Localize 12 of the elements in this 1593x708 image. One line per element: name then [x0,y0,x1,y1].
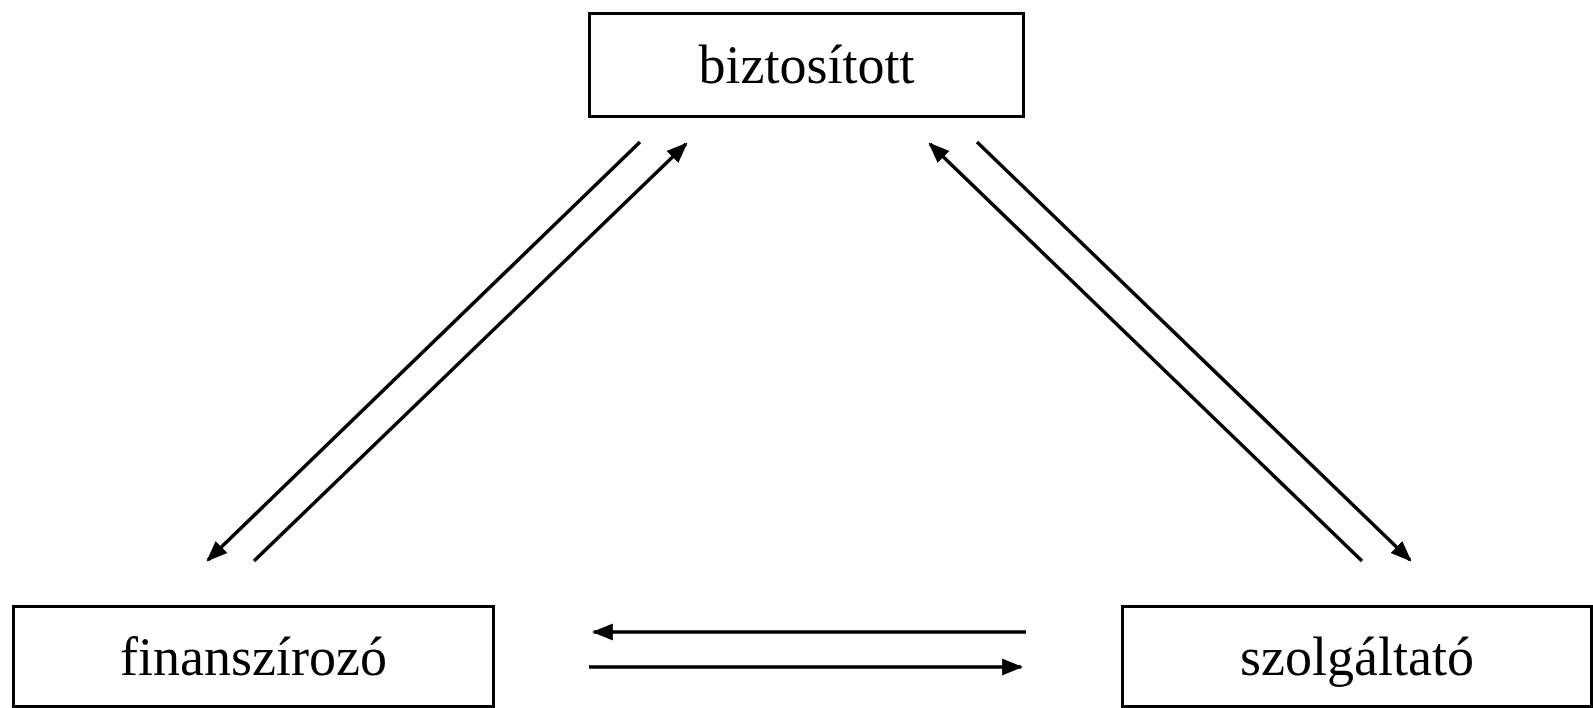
arrow [252,142,688,563]
node-label: biztosított [698,34,915,96]
process-box [1121,605,1593,708]
process-box [12,605,495,708]
arrow [591,623,1026,641]
arrow [206,140,642,562]
process-box [588,12,1025,118]
arrow [975,140,1412,562]
node-label: szolgáltató [1240,625,1474,688]
node-label: finanszírozó [120,625,387,688]
arrow [928,142,1364,563]
arrow [589,658,1024,676]
